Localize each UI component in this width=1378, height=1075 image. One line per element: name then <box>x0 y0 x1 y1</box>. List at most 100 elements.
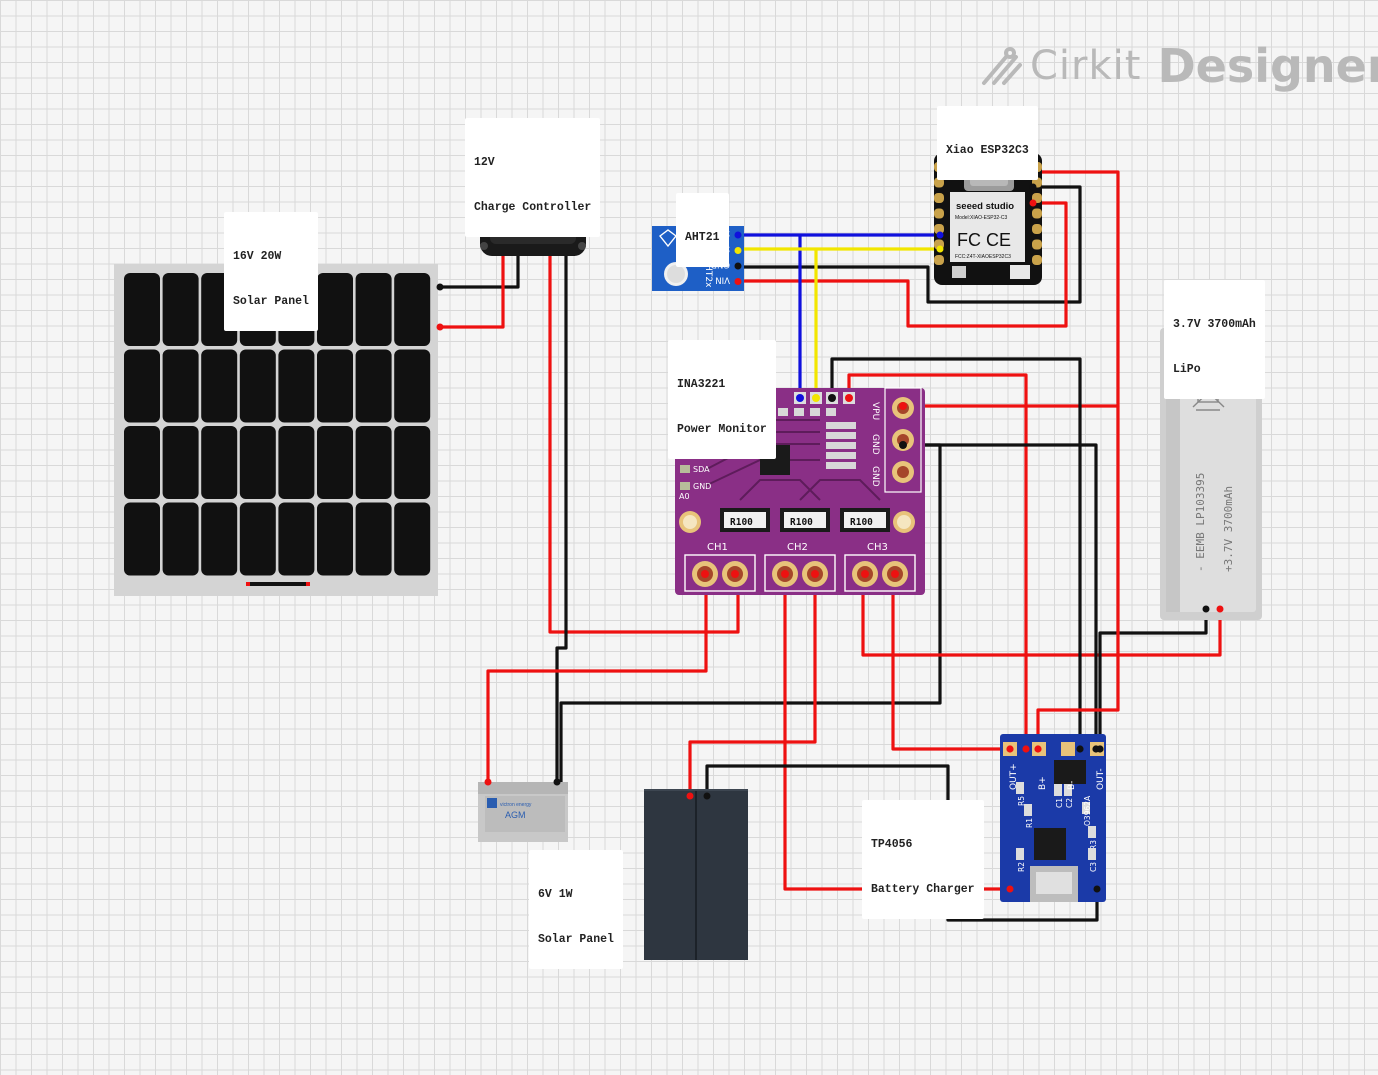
wire-vpu-out[interactable] <box>1036 406 1120 749</box>
solar-cell <box>394 426 431 499</box>
wire-endpoint[interactable] <box>701 570 709 578</box>
tp-smd-part <box>1088 848 1096 860</box>
smd-part <box>810 408 820 416</box>
smd-part <box>826 442 856 449</box>
wire-ina-gnd[interactable] <box>830 357 1082 749</box>
wire-solar16-neg[interactable] <box>440 254 520 289</box>
tp-part-label: R3 <box>1089 840 1098 850</box>
aht21-pin[interactable] <box>734 247 742 254</box>
channel-terminal <box>764 554 836 592</box>
solar-cell <box>355 349 392 423</box>
ina-left-pin <box>680 482 690 490</box>
wire-endpoint[interactable] <box>1022 745 1030 753</box>
wire-endpoint[interactable] <box>1034 745 1042 753</box>
wire-endpoint[interactable] <box>899 402 907 410</box>
xiao-silk-brand: seeed studio <box>956 201 1014 212</box>
wire-endpoint[interactable] <box>731 570 739 578</box>
aht21-pin[interactable] <box>734 262 742 270</box>
solar-panel-6v[interactable] <box>644 789 748 960</box>
smd-part <box>778 408 788 416</box>
aht21-pin[interactable] <box>734 231 742 239</box>
battery-model: AGM <box>505 810 526 820</box>
label-line: Xiao ESP32C3 <box>946 144 1029 157</box>
wire-ch2-right[interactable] <box>688 576 817 796</box>
wire-endpoint[interactable] <box>845 394 853 402</box>
tp-smd-part <box>1016 848 1024 860</box>
aht21-pin-label: VIN <box>715 275 730 285</box>
tp-part-label: C1 <box>1055 798 1064 808</box>
battery-brand: victron energy <box>500 802 532 808</box>
wire-endpoint[interactable] <box>1076 745 1084 753</box>
tp-pin-pad[interactable] <box>1061 742 1075 756</box>
aht21-pin[interactable] <box>734 278 742 285</box>
solar-cell <box>394 502 431 576</box>
solar-cell <box>278 349 315 423</box>
wire-endpoint[interactable] <box>811 570 819 578</box>
solar-cell <box>239 349 276 423</box>
solar-cell <box>355 502 392 576</box>
shunt-resistor-face <box>724 512 766 528</box>
wire-endpoint[interactable] <box>1096 745 1104 753</box>
wire-endpoint[interactable] <box>861 570 869 578</box>
wire-ch1-battery[interactable] <box>486 576 708 782</box>
label-ina3221: INA3221 Power Monitor <box>668 340 776 459</box>
addr-label: A0 <box>679 492 690 501</box>
smd-part <box>826 432 856 439</box>
lipo-battery[interactable]: - EEMB LP103395 +3.7V 3700mAh <box>1160 328 1262 620</box>
xiao-pad <box>934 208 944 219</box>
channel-terminal <box>844 554 916 592</box>
battery-12v[interactable]: victron energy AGM <box>478 778 568 843</box>
label-line: LiPo <box>1173 363 1201 376</box>
solar-cell <box>162 502 199 576</box>
wire-endpoint[interactable] <box>812 394 820 402</box>
ina-left-pin-label: GND <box>693 482 711 491</box>
wire-endpoint[interactable] <box>828 394 836 402</box>
wire-ina-vs[interactable] <box>847 373 1028 749</box>
label-line: TP4056 <box>871 838 913 851</box>
label-line: Charge Controller <box>474 201 592 214</box>
label-line: 6V 1W <box>538 888 573 901</box>
shunt-resistor-face <box>784 512 826 528</box>
fcc-ce-mark: FC CE <box>957 230 1011 250</box>
wire-ch3-right[interactable] <box>891 576 1010 751</box>
xiao-pad <box>934 255 944 265</box>
wire-cc-black[interactable] <box>555 254 568 782</box>
xiao-pad <box>1032 224 1042 234</box>
label-aht21: AHT21 <box>676 193 729 267</box>
smd-part <box>826 452 856 459</box>
ina-right-header <box>884 387 922 493</box>
wire-lipo-neg[interactable] <box>1098 609 1208 749</box>
ina-right-pin-label: VPU <box>870 402 880 420</box>
wire-xiao-3v3[interactable] <box>738 201 1068 328</box>
smd-part <box>826 422 856 429</box>
tp-pin-label: B- <box>1067 781 1077 790</box>
tp-smd-part <box>1088 826 1096 838</box>
wire-solar16-pos[interactable] <box>440 254 505 329</box>
wire-ina-gnd2[interactable] <box>903 443 1098 749</box>
label-line: INA3221 <box>677 378 726 391</box>
wire-ch3-left[interactable] <box>861 576 1222 657</box>
solar-cell <box>162 273 199 346</box>
ina-right-pin-label: GND <box>870 466 880 487</box>
wire-endpoint[interactable] <box>891 570 899 578</box>
tp-smd-part <box>1082 802 1090 814</box>
tp-smd-part <box>1016 782 1024 794</box>
wire-vpu[interactable] <box>903 170 1120 408</box>
wire-endpoint[interactable] <box>796 394 804 402</box>
solar-cell <box>124 502 160 576</box>
channel-terminal <box>684 554 756 592</box>
ina-left-pin-label: SDA <box>693 465 710 474</box>
wire-cc-red[interactable] <box>548 254 740 634</box>
wire-xiao-gnd[interactable] <box>738 185 1082 304</box>
label-solar-16v: 16V 20W Solar Panel <box>224 212 318 331</box>
label-line: Power Monitor <box>677 423 767 436</box>
solar-cell <box>239 426 276 499</box>
solar-cell <box>317 273 353 346</box>
solar-cell <box>162 426 199 499</box>
wire-endpoint[interactable] <box>781 570 789 578</box>
shunt-resistor-label: R100 <box>850 517 873 528</box>
solar-cell <box>124 349 160 423</box>
wire-endpoint[interactable] <box>899 441 907 449</box>
wire-endpoint[interactable] <box>1006 745 1014 753</box>
